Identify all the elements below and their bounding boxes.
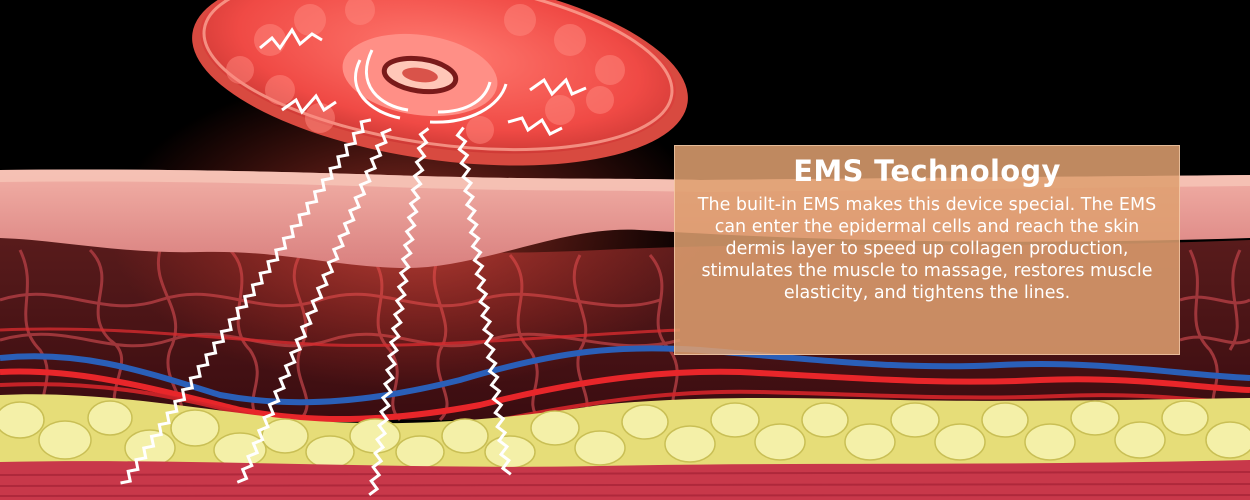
vein-blue <box>0 345 1250 406</box>
ems-device <box>192 0 688 166</box>
info-body: The built-in EMS makes this device speci… <box>697 195 1157 303</box>
artery-red-2 <box>0 382 1250 430</box>
current-lines <box>120 118 512 497</box>
artery-red-1 <box>0 368 1250 423</box>
ems-wave-icon <box>354 49 508 124</box>
info-panel: EMS Technology The built-in EMS makes th… <box>674 145 1180 355</box>
info-title: EMS Technology <box>793 154 1061 188</box>
spark-icon <box>259 27 587 136</box>
muscle-fibers <box>0 471 1250 497</box>
muscle-layer <box>0 460 1250 500</box>
artery-red-3 <box>0 327 681 347</box>
